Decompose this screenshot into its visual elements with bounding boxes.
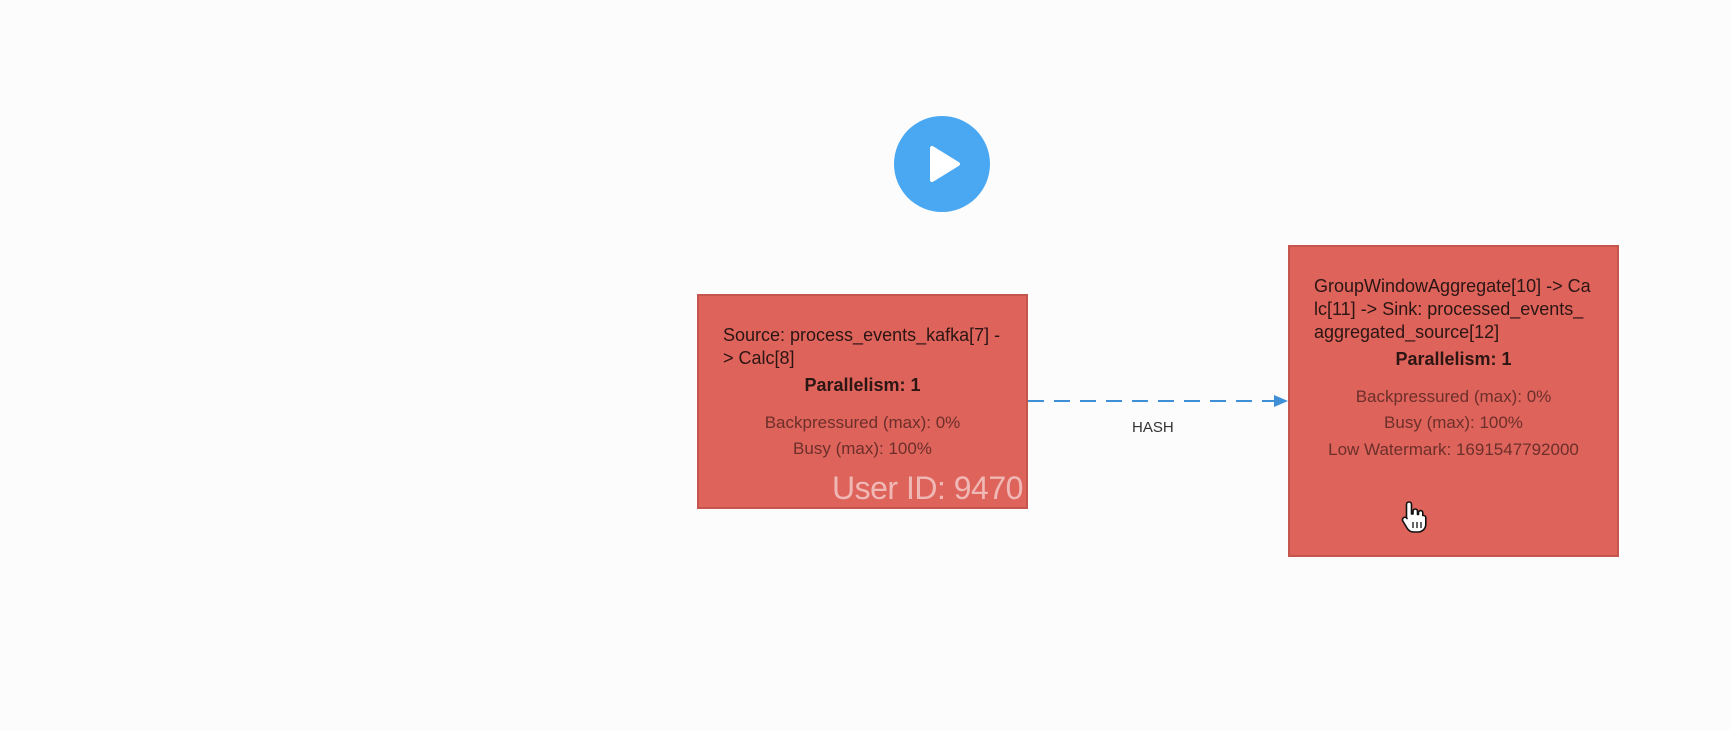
hand-pointer-icon [1401, 501, 1427, 533]
operator-node-sink[interactable]: GroupWindowAggregate[10] -> Calc[11] -> … [1288, 245, 1619, 557]
play-button[interactable] [894, 116, 990, 212]
node-title: GroupWindowAggregate[10] -> Calc[11] -> … [1314, 276, 1591, 342]
busy-metric: Busy (max): 100% [793, 439, 932, 458]
backpressured-metric: Backpressured (max): 0% [1355, 387, 1552, 406]
node-title: Source: process_events_kafka[7] -> Calc[… [723, 325, 1001, 368]
operator-node-source[interactable]: Source: process_events_kafka[7] -> Calc[… [697, 294, 1028, 509]
node-metrics: Backpressured (max): 0% Busy (max): 100% [699, 410, 1026, 462]
backpressured-metric: Backpressured (max): 0% [764, 413, 961, 432]
user-id-watermark: User ID: 9470 [832, 470, 1023, 506]
node-parallelism: Parallelism: 1 [1395, 349, 1512, 369]
low-watermark-metric: Low Watermark: 1691547792000 [1328, 440, 1579, 459]
arrowhead-icon [1274, 395, 1288, 407]
edge-partition-label: HASH [1132, 419, 1174, 436]
node-parallelism: Parallelism: 1 [804, 375, 921, 395]
node-metrics: Backpressured (max): 0% Busy (max): 100%… [1290, 384, 1617, 461]
play-icon [930, 146, 960, 182]
busy-metric: Busy (max): 100% [1384, 413, 1523, 432]
